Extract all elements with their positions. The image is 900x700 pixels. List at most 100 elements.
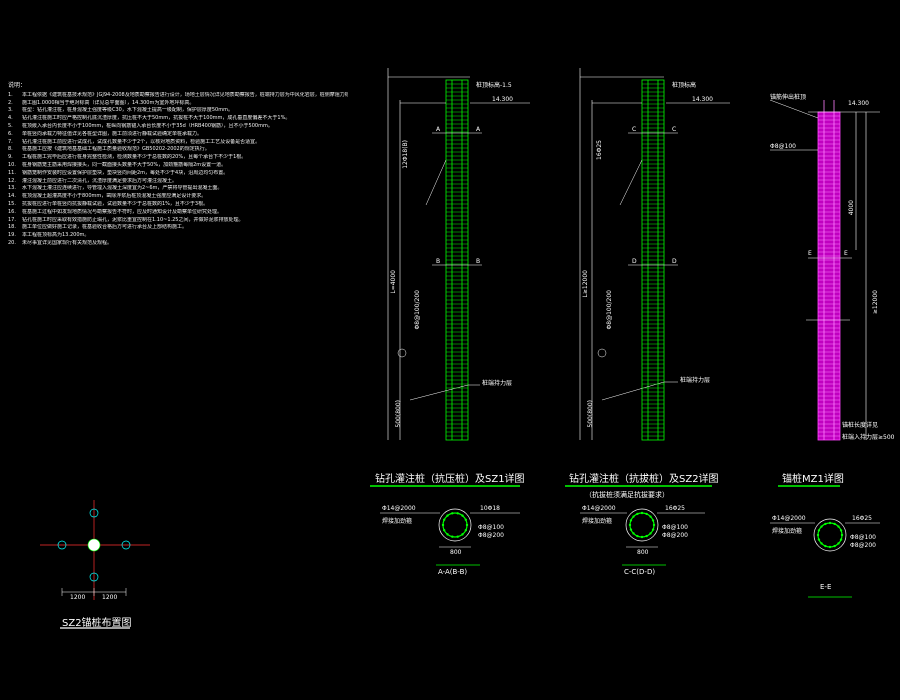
sz1-stirrup-label: Φ8@100/200 [414,290,421,330]
mz1-section-e-left: E [808,250,812,257]
note-text: 未尽事宜详见国家现行有关规范及规程。 [22,239,113,246]
mz1-bottom-label: 锚桩长度详见 [842,422,879,429]
note-number: 20. [8,239,16,246]
design-notes: 说明： 1.本工程依据《建筑桩基技术规范》JGJ94-2008及地质勘察报告进行… [8,82,348,248]
sz2-section-d-left: D [632,258,637,265]
layout-dim-left: 1200 [70,594,86,601]
note-line: 20. 未尽事宜详见国家现行有关规范及规程。 [8,240,348,248]
note-line: 18. 施工单位应做好施工记录，桩基验收合格后方可进行承台及上部结构施工。 [8,224,348,232]
note-line: 12. 灌注混凝土前应进行二次清孔，沉渣厚度满足要求后方可灌注混凝土。 [8,178,348,186]
note-number: 5. [8,122,13,129]
notes-list: 1. 本工程依据《建筑桩基技术规范》JGJ94-2008及地质勘察报告进行设计，场… [8,92,348,248]
note-text: 钢筋笼制作安装时应设置保护层垫块，垫块竖向间距2m，每处不少于4块，沿周边均匀布… [22,169,229,176]
sz1-bottom-label: 500(800) [395,400,402,428]
mz1-top-label: 锚筋伸出桩顶 [770,94,807,101]
sz2-length-label: L≥12000 [582,270,589,298]
sz1-cross-top: Φ14@2000 [382,505,416,512]
note-line: 2. 施工图1.0000相当于绝对标高（详见总平面图），14.300m为室外地坪标… [8,100,348,108]
note-number: 14. [8,193,16,200]
mz1-note-bottom: 桩端入持力层≥500 [842,434,895,441]
note-text: 桩顶混凝土超灌高度不小于800mm，凿除浮浆后桩顶混凝土强度应满足设计要求。 [22,193,207,200]
note-text: 水下混凝土灌注应连续进行，导管埋入混凝土深度宜为2~6m，严禁将导管提出混凝土面… [22,185,223,192]
rebar-dots [441,512,469,538]
note-number: 18. [8,224,16,231]
sz2-layout-plan [40,500,150,629]
note-text: 灌注混凝土前应进行二次清孔，沉渣厚度满足要求后方可灌注混凝土。 [22,177,178,184]
rebar-dots [816,521,844,549]
mz1-pile-elevation [769,99,880,441]
note-line: 8. 桩基施工应按《建筑地基基础工程施工质量验收规范》GB50202-2002的规… [8,146,348,154]
mz1-dim-label: ≥12000 [872,290,879,315]
note-line: 7. 钻孔灌注桩施工前应进行试成孔，试成孔数量不少于2个，以核对地质资料，检验施工… [8,139,348,147]
note-number: 15. [8,200,16,207]
sz2-bottom-label: 500(800) [587,400,594,428]
note-number: 11. [8,169,16,176]
note-line: 13.水下混凝土灌注应连续进行，导管埋入混凝土深度宜为2~6m，严禁将导管提出混… [8,185,348,193]
sz2-rebar-label: 16Φ25 [596,140,603,160]
mz1-cross-top: Φ14@2000 [772,515,806,522]
note-number: 8. [8,146,13,153]
sz2-cross-top: Φ14@2000 [582,505,616,512]
mz1-section-e-right: E [844,250,848,257]
sz2-tag-label: 桩端持力层 [680,377,711,384]
sz2-cross-title: C-C(D-D) [624,568,656,576]
note-number: 9. [8,154,13,161]
sz1-level-label: 14.300 [492,96,513,103]
note-line: 17. 钻孔桩施工时应采取有效措施防止塌孔，泥浆比重宜控制在1.10~1.25之间… [8,217,348,225]
note-text: 钻孔灌注桩施工时应严格控制孔底沉渣厚度，抗压桩不大于50mm，抗拔桩不大于100… [22,115,291,122]
sz1-cross-dim: 800 [450,549,462,556]
sz2-title: 钻孔灌注桩（抗拔桩）及SZ2详图 [569,474,719,485]
mz1-cross-title: E-E [820,583,832,591]
mz1-cross-right2: Φ8@100 [850,534,876,541]
note-number: 12. [8,177,16,184]
mz1-level-label: 14.300 [848,100,869,107]
note-number: 1. [8,91,13,98]
note-text: 本工程依据《建筑桩基技术规范》JGJ94-2008及地质勘察报告进行设计，场地土… [22,91,348,98]
note-number: 2. [8,99,13,106]
sz2-section-c-right: C [672,126,677,133]
sz1-section-b-left: B [436,258,441,265]
sz2-layout-title: SZ2锚桩布置图 [62,618,132,629]
note-number: 17. [8,216,16,223]
sz1-cross-right1: 10Φ18 [480,505,500,512]
note-line: 5. 桩顶嵌入承台内长度不小于100mm，桩纵向钢筋锚入承台长度不小于35d（HR… [8,123,348,131]
sz1-top-label: 桩顶标高-1.5 [476,82,512,89]
note-text: 钻孔灌注桩施工前应进行试成孔，试成孔数量不少于2个，以核对地质资料，检验施工工艺… [22,138,261,145]
note-line: 6.单桩竖向承载力特征值详见各桩型详图，施工前须进行静载试验确定单桩承载力。 [8,131,348,139]
sz1-cross-right3: Φ8@200 [478,532,504,539]
rebar-dots [628,511,656,539]
note-line: 11. 钢筋笼制作安装时应设置保护层垫块，垫块竖向间距2m，每处不少于4块，沿周边… [8,170,348,178]
note-line: 4.钻孔灌注桩施工时应严格控制孔底沉渣厚度，抗压桩不大于50mm，抗拔桩不大于1… [8,115,348,123]
note-text: 施工单位应做好施工记录，桩基验收合格后方可进行承台及上部结构施工。 [22,224,188,231]
note-text: 抗拔桩应进行单桩竖向抗拔静载试验，试验数量不少于总桩数的1%，且不少于3根。 [22,200,209,207]
layout-dim-right: 1200 [102,594,118,601]
note-number: 7. [8,138,13,145]
note-text: 钻孔桩施工时应采取有效措施防止塌孔，泥浆比重宜控制在1.10~1.25之间，并做… [22,216,244,223]
sz1-rebar-label: 12Φ18(B) [402,140,409,169]
sz2-cross-right3: Φ8@200 [662,532,688,539]
note-line: 1. 本工程依据《建筑桩基技术规范》JGJ94-2008及地质勘察报告进行设计，场… [8,92,348,100]
sz2-section-c-left: C [632,126,637,133]
note-text: 桩型：钻孔灌注桩，桩身混凝土强度等级C30，水下混凝土提高一级配制，保护层厚度5… [22,107,233,114]
note-text: 桩基施工应按《建筑地基基础工程施工质量验收规范》GB50202-2002的规定执… [22,146,210,153]
note-number: 10. [8,161,16,168]
note-number: 6. [8,130,13,137]
note-text: 施工图1.0000相当于绝对标高（详见总平面图），14.300m为室外地坪标高。 [22,99,195,106]
sz1-tag-label: 桩端持力层 [482,380,513,387]
stirrup-ticks [818,115,840,437]
note-line: 16. 桩基施工过程中如发现地质情况与勘察报告不符时，应及时通知设计及勘察单位研究… [8,209,348,217]
note-text: 桩身钢筋笼主筋采用焊接接头，同一截面接头数量不大于50%，加劲箍筋每隔2m设置一… [22,161,227,168]
note-number: 16. [8,208,16,215]
sz2-cross-right2: Φ8@100 [662,524,688,531]
mz1-cross-left: 焊接加劲箍 [772,528,803,535]
sz1-section-b-right: B [476,258,481,265]
sz2-section-d-right: D [672,258,677,265]
mz1-cross-right3: Φ8@200 [850,542,876,549]
note-text: 桩顶嵌入承台内长度不小于100mm，桩纵向钢筋锚入承台长度不小于35d（HRB4… [22,122,273,129]
sz1-length-label: L=4000 [390,270,397,294]
sz2-cross-dim: 800 [637,549,649,556]
note-text: 桩基施工过程中如发现地质情况与勘察报告不符时，应及时通知设计及勘察单位研究处理。 [22,208,223,215]
sz2-stirrup-label: Φ8@100/200 [606,290,613,330]
stirrup-ticks [446,83,468,437]
